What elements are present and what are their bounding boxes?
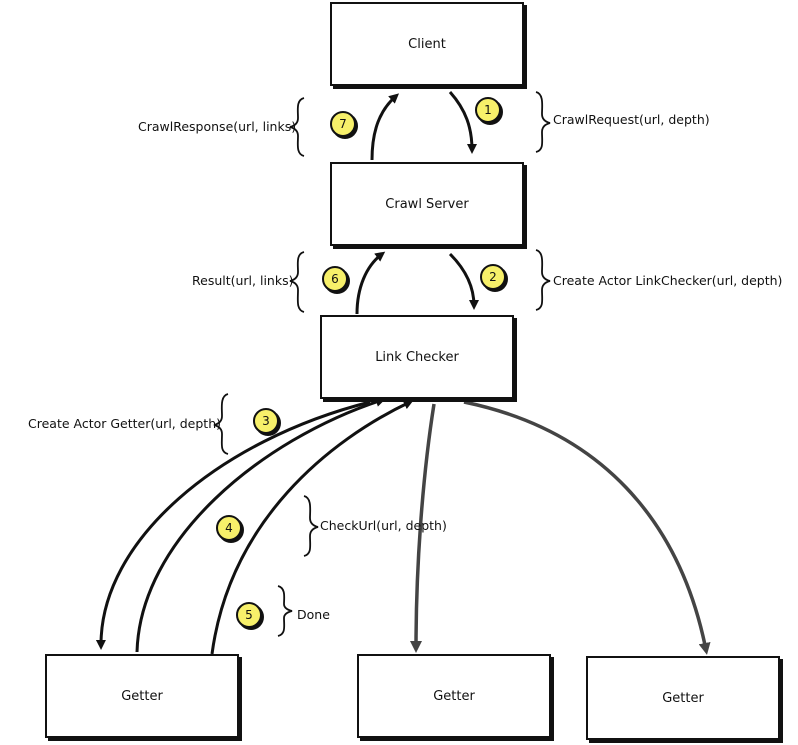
brace-create-getter (213, 393, 229, 455)
getter-label: Getter (121, 688, 163, 704)
arrow-crawl-response (370, 93, 400, 161)
step-badge-2: 2 (480, 264, 506, 290)
link-checker-box: Link Checker (320, 315, 514, 399)
getter-box-1: Getter (45, 654, 239, 738)
label-crawl-response: CrawlResponse(url, links) (138, 119, 297, 134)
crawl-server-box: Crawl Server (330, 162, 524, 246)
label-check-url: CheckUrl(url, depth) (320, 518, 447, 533)
client-box: Client (330, 2, 524, 86)
link-checker-label: Link Checker (375, 349, 459, 365)
arrow-to-getter-2 (410, 403, 436, 653)
label-done: Done (297, 607, 330, 622)
arrow-create-getter (95, 400, 371, 650)
getter-box-3: Getter (586, 656, 780, 740)
arrow-create-link-checker (448, 252, 479, 310)
arrow-to-getter-3 (463, 400, 711, 655)
brace-check-url (303, 495, 319, 557)
step-badge-3: 3 (253, 408, 279, 434)
step-badge-4: 4 (216, 515, 242, 541)
step-badge-6: 6 (322, 266, 348, 292)
step-badge-5: 5 (236, 602, 262, 628)
getter-label: Getter (433, 688, 475, 704)
step-badge-7: 7 (330, 111, 356, 137)
label-result: Result(url, links) (192, 273, 294, 288)
label-create-link-checker: Create Actor LinkChecker(url, depth) (553, 273, 783, 288)
client-label: Client (408, 36, 446, 52)
brace-result (289, 251, 305, 313)
label-crawl-request: CrawlRequest(url, depth) (553, 112, 710, 127)
getter-label: Getter (662, 690, 704, 706)
brace-crawl-request (535, 91, 551, 153)
arrow-crawl-request (448, 91, 477, 154)
arrow-done (210, 400, 414, 655)
brace-crawl-response (289, 97, 305, 157)
arrow-result (355, 251, 386, 315)
getter-box-2: Getter (357, 654, 551, 738)
brace-create-link-checker (535, 249, 551, 311)
brace-done (277, 585, 293, 637)
crawl-server-label: Crawl Server (385, 196, 469, 212)
label-create-getter: Create Actor Getter(url, depth) (28, 416, 221, 431)
step-badge-1: 1 (475, 97, 501, 123)
arrow-check-url (135, 397, 386, 653)
